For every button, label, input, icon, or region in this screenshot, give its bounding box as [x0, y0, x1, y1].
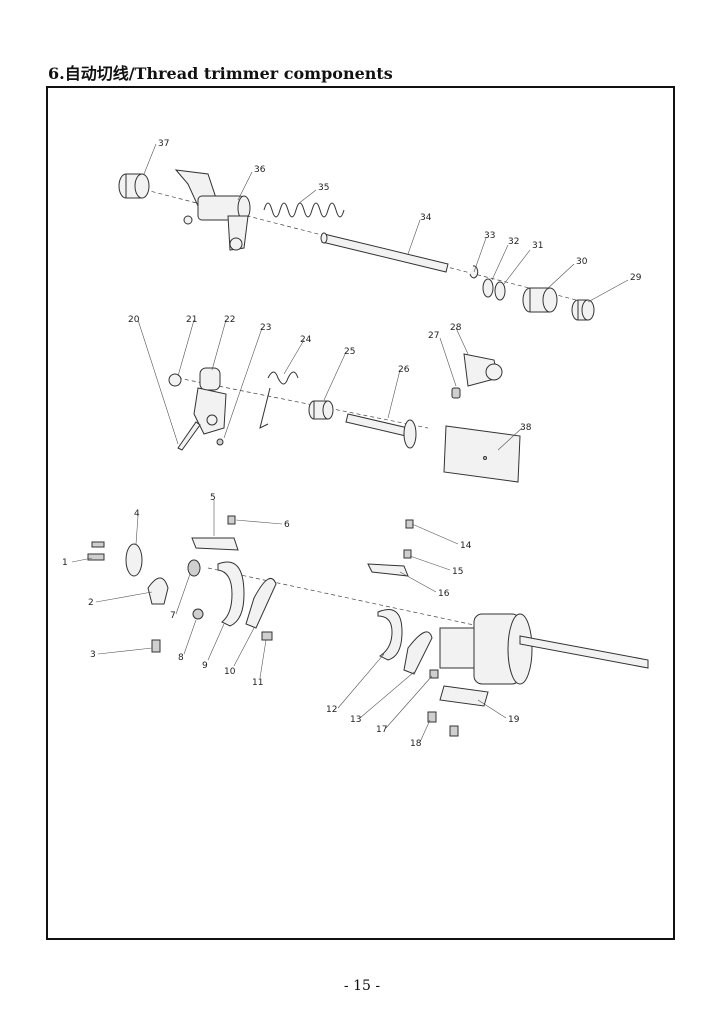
label-10: 10 — [224, 667, 236, 677]
label-27: 27 — [428, 331, 439, 341]
part-12-link — [377, 609, 403, 661]
label-16: 16 — [438, 589, 450, 599]
part-22-crank — [193, 367, 227, 435]
label-11: 11 — [252, 678, 263, 688]
label-13: 13 — [350, 715, 361, 725]
label-5: 5 — [210, 493, 216, 503]
label-9: 9 — [202, 661, 208, 671]
label-22: 22 — [224, 315, 235, 325]
part-2-cam — [147, 577, 169, 605]
label-37: 37 — [158, 139, 169, 149]
part-35-spring — [263, 202, 345, 218]
label-8: 8 — [178, 653, 184, 663]
part-26-pin — [345, 413, 417, 449]
part-23-nut — [216, 438, 224, 446]
part-27-screw — [451, 387, 461, 399]
label-14: 14 — [460, 541, 472, 551]
part-14-screw — [405, 519, 414, 529]
part-30-collar — [522, 287, 558, 313]
part-13-plate — [403, 631, 433, 675]
label-35: 35 — [318, 183, 329, 193]
label-6: 6 — [284, 520, 290, 530]
part-37-bushing — [118, 173, 150, 199]
part-20-bolt — [177, 421, 201, 451]
part-17-nut — [429, 669, 439, 679]
part-4-disc — [125, 543, 143, 577]
part-34-shaft — [320, 232, 449, 273]
label-29: 29 — [630, 273, 642, 283]
label-23: 23 — [260, 323, 271, 333]
label-7: 7 — [170, 611, 176, 621]
part-9-link — [217, 561, 245, 627]
label-12: 12 — [326, 705, 337, 715]
part-motor-housing — [439, 613, 649, 685]
label-30: 30 — [576, 257, 588, 267]
part-number-labels: 37 36 35 34 33 32 31 30 29 20 21 22 23 2… — [62, 139, 642, 749]
part-15-screw — [403, 549, 412, 559]
part-6-screw — [227, 515, 236, 525]
label-38: 38 — [520, 423, 532, 433]
label-36: 36 — [254, 165, 266, 175]
part-29-ring — [571, 299, 595, 321]
part-10-plate — [245, 577, 277, 629]
label-32: 32 — [508, 237, 519, 247]
label-33: 33 — [484, 231, 495, 241]
part-32-washer — [482, 278, 494, 298]
label-28: 28 — [450, 323, 462, 333]
label-4: 4 — [134, 509, 140, 519]
label-20: 20 — [128, 315, 140, 325]
part-19-plate — [439, 685, 489, 707]
label-21: 21 — [186, 315, 197, 325]
part-24-spring — [259, 371, 299, 429]
part-1-screws — [87, 553, 105, 561]
part-18-screw — [427, 711, 437, 723]
label-26: 26 — [398, 365, 410, 375]
section-heading: 6.自动切线/Thread trimmer components — [48, 64, 393, 83]
label-19: 19 — [508, 715, 520, 725]
label-17: 17 — [376, 725, 387, 735]
part-8-nut — [192, 608, 204, 620]
part-38-plate — [443, 425, 521, 483]
part-28-block — [463, 353, 503, 387]
part-11-screw — [261, 631, 273, 641]
label-3: 3 — [90, 650, 96, 660]
leader-lines — [71, 143, 629, 743]
part-16-bracket — [367, 563, 409, 577]
part-25-sleeve — [308, 400, 334, 420]
part-36-lever-arm — [174, 169, 251, 251]
label-34: 34 — [420, 213, 432, 223]
part-5-bracket — [191, 537, 239, 551]
page-number: - 15 - — [343, 978, 381, 994]
label-15: 15 — [452, 567, 463, 577]
exploded-diagram-frame: 37 36 35 34 33 32 31 30 29 20 21 22 23 2… — [46, 86, 675, 940]
part-7-nut — [187, 559, 201, 577]
part-3-screw — [151, 639, 161, 653]
label-2: 2 — [88, 598, 94, 608]
label-18: 18 — [410, 739, 422, 749]
label-25: 25 — [344, 347, 355, 357]
part-31-washer — [494, 281, 506, 301]
exploded-parts-diagram: 37 36 35 34 33 32 31 30 29 20 21 22 23 2… — [62, 139, 649, 749]
part-21-ball — [168, 373, 182, 387]
label-1: 1 — [62, 558, 68, 568]
label-31: 31 — [532, 241, 543, 251]
label-24: 24 — [300, 335, 312, 345]
